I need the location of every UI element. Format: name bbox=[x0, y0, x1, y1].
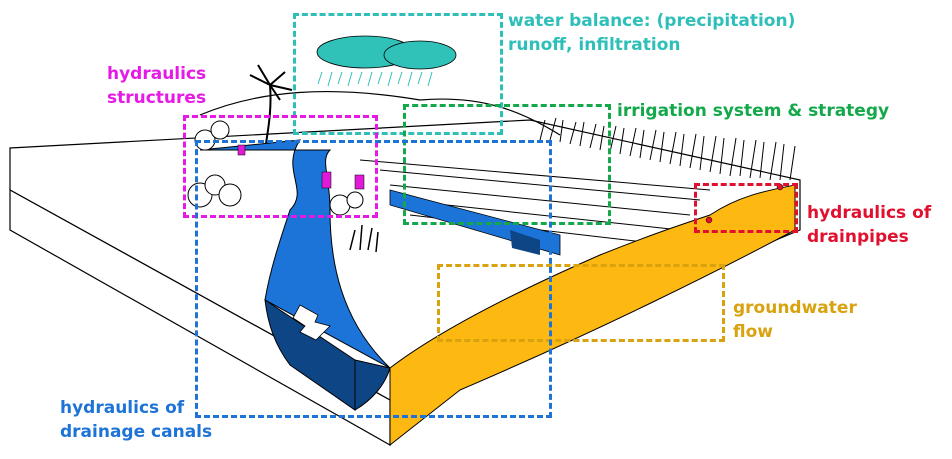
irrigation-label: irrigation system & strategy bbox=[617, 99, 889, 123]
groundwater-line-2: flow bbox=[733, 322, 773, 342]
water-balance-box bbox=[293, 13, 503, 135]
drainpipes-line-2: drainpipes bbox=[807, 227, 909, 247]
hill bbox=[199, 90, 561, 136]
groundwater-zone bbox=[389, 184, 796, 447]
structure-icon bbox=[321, 171, 332, 189]
crop-field bbox=[539, 117, 796, 181]
irrigation-channel-end bbox=[510, 230, 540, 255]
drainage-canals-box bbox=[195, 140, 552, 418]
water-balance-line-2: runoff, infiltration bbox=[508, 35, 681, 55]
irrigation-line-1: irrigation system & strategy bbox=[617, 101, 890, 121]
shrub bbox=[349, 224, 379, 253]
hydraulics-structures-line-1: hydraulics bbox=[107, 64, 207, 84]
drainage-canals-label: hydraulics of drainage canals bbox=[60, 396, 212, 444]
groundwater-label: groundwater flow bbox=[733, 296, 857, 344]
structure-icon bbox=[354, 174, 365, 190]
drainpipes-box bbox=[694, 183, 798, 233]
drainage-canals-line-1: hydraulics of bbox=[60, 398, 185, 418]
hydraulics-structures-box bbox=[183, 115, 378, 218]
cloud-icon bbox=[316, 35, 457, 70]
water-balance-line-1: water balance: (precipitation) bbox=[508, 11, 796, 31]
drainpipes-label: hydraulics of drainpipes bbox=[807, 201, 931, 249]
rain-icon bbox=[317, 71, 433, 87]
drainage-canal-section bbox=[264, 298, 356, 411]
water-balance-label: water balance: (precipitation) runoff, i… bbox=[508, 9, 795, 57]
hydraulics-structures-label: hydraulics structures bbox=[107, 62, 206, 110]
groundwater-line-1: groundwater bbox=[733, 298, 857, 318]
hydraulics-structures-line-2: structures bbox=[107, 88, 207, 108]
flow-arrow-icon bbox=[292, 304, 331, 341]
drainpipe-icon bbox=[705, 216, 713, 224]
drainpipes-line-1: hydraulics of bbox=[807, 203, 932, 223]
drainage-canals-line-2: drainage canals bbox=[60, 422, 213, 442]
groundwater-box bbox=[437, 264, 725, 342]
trees bbox=[187, 120, 364, 216]
irrigation-box bbox=[403, 104, 611, 225]
structure-icon bbox=[237, 144, 246, 156]
